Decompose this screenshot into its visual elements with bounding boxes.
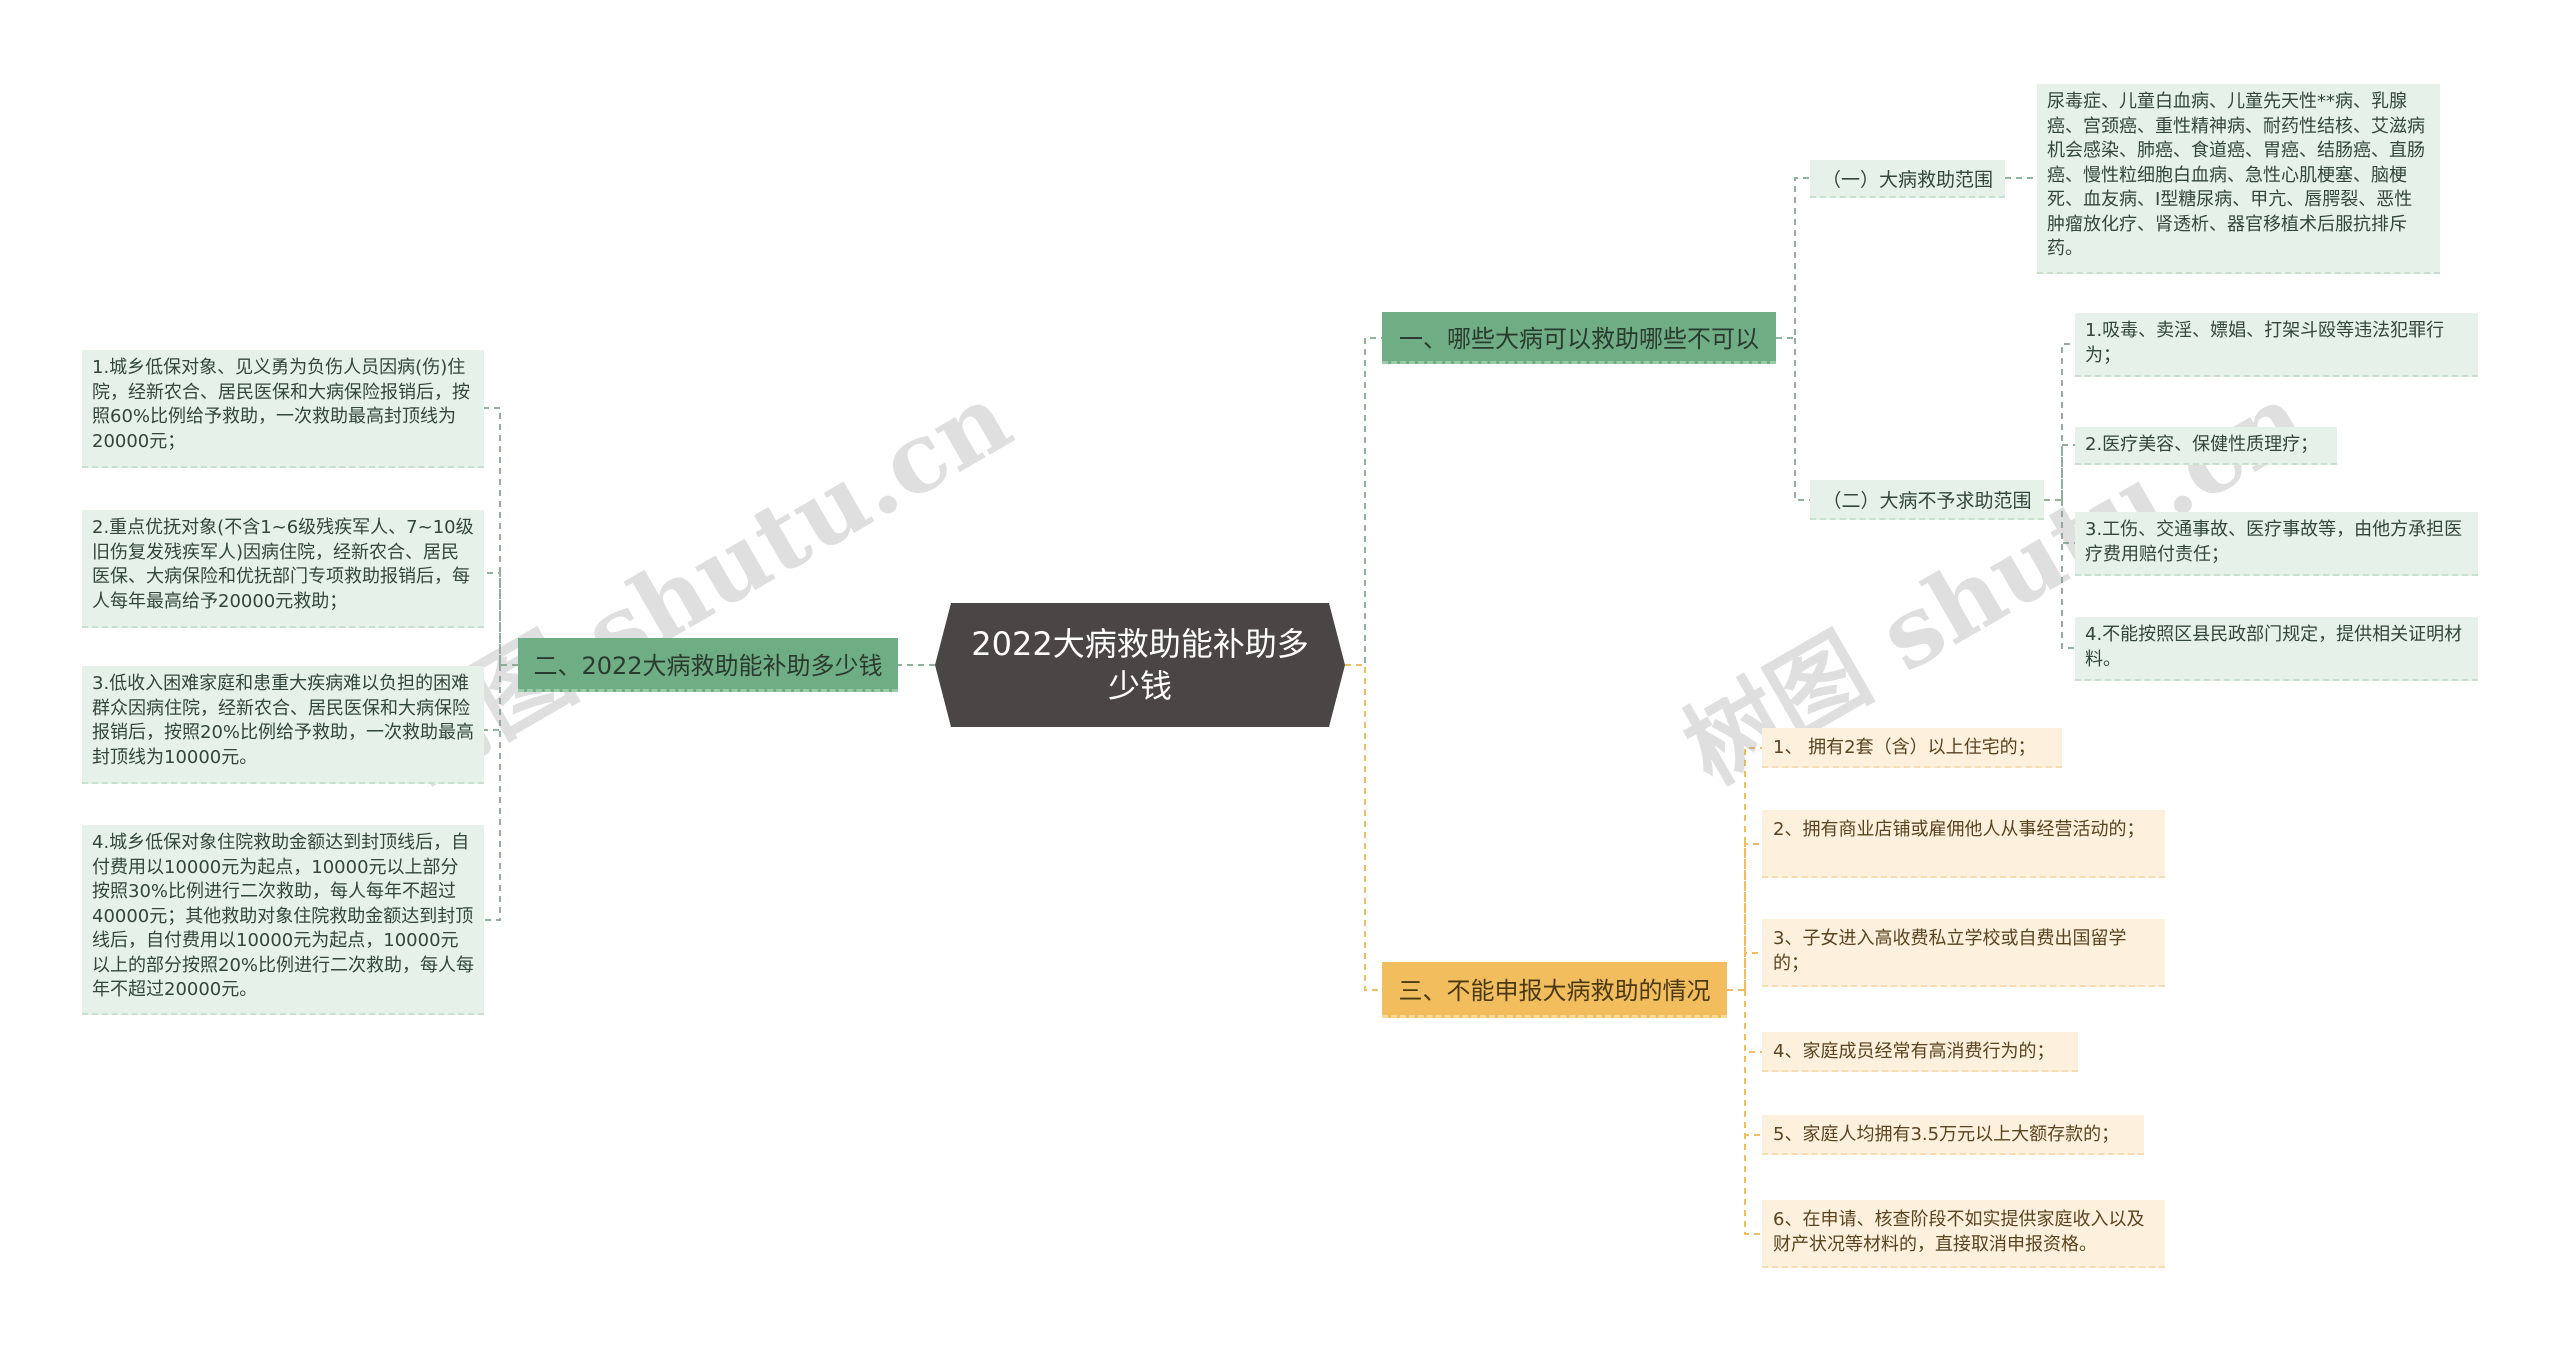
branch-1-sub-2-item-text: 3.工伤、交通事故、医疗事故等，由他方承担医疗费用赔付责任； — [2085, 519, 2463, 565]
branch-3-item-text: 5、家庭人均拥有3.5万元以上大额存款的； — [1773, 1124, 2120, 1145]
branch-2-item[interactable]: 2.重点优抚对象(不含1~6级残疾军人、7~10级旧伤复发残疾军人)因病住院，经… — [82, 510, 484, 628]
branch-3-item[interactable]: 4、家庭成员经常有高消费行为的； — [1762, 1032, 2078, 1072]
branch-1-sub-2-item-text: 2.医疗美容、保健性质理疗； — [2085, 434, 2319, 455]
branch-1-sub-1-detail[interactable]: 尿毒症、儿童白血病、儿童先天性**病、乳腺癌、宫颈癌、重性精神病、耐药性结核、艾… — [2037, 84, 2440, 274]
branch-1-sub-2-item-text: 4.不能按照区县民政部门规定，提供相关证明材料。 — [2085, 624, 2463, 670]
branch-1-label: 一、哪些大病可以救助哪些不可以 — [1399, 325, 1759, 353]
branch-1-sub-1-node[interactable]: （一）大病救助范围 — [1810, 160, 2005, 198]
branch-1-sub-2-item[interactable]: 2.医疗美容、保健性质理疗； — [2075, 427, 2337, 465]
branch-3-item-text: 1、 拥有2套（含）以上住宅的； — [1773, 737, 2036, 758]
branch-3-node[interactable]: 三、不能申报大病救助的情况 — [1382, 962, 1727, 1018]
branch-3-item[interactable]: 3、子女进入高收费私立学校或自费出国留学的； — [1762, 919, 2165, 987]
branch-3-label: 三、不能申报大病救助的情况 — [1398, 977, 1711, 1005]
branch-3-item[interactable]: 6、在申请、核查阶段不如实提供家庭收入以及财产状况等材料的，直接取消申报资格。 — [1762, 1200, 2165, 1268]
branch-2-item-text: 4.城乡低保对象住院救助金额达到封顶线后，自付费用以10000元为起点，1000… — [92, 832, 475, 1000]
branch-2-item[interactable]: 4.城乡低保对象住院救助金额达到封顶线后，自付费用以10000元为起点，1000… — [82, 825, 484, 1015]
branch-2-item-text: 1.城乡低保对象、见义勇为负伤人员因病(伤)住院，经新农合、居民医保和大病保险报… — [92, 357, 470, 452]
branch-1-sub-2-label: （二）大病不予求助范围 — [1822, 489, 2032, 512]
branch-2-node[interactable]: 二、2022大病救助能补助多少钱 — [518, 638, 898, 692]
branch-3-item-text: 6、在申请、核查阶段不如实提供家庭收入以及财产状况等材料的，直接取消申报资格。 — [1773, 1209, 2145, 1255]
branch-1-sub-1-label: （一）大病救助范围 — [1821, 168, 1993, 191]
branch-3-item-text: 4、家庭成员经常有高消费行为的； — [1773, 1041, 2055, 1062]
branch-3-item-text: 2、拥有商业店铺或雇佣他人从事经营活动的； — [1773, 819, 2145, 840]
branch-2-item[interactable]: 3.低收入困难家庭和患重大疾病难以负担的困难群众因病住院，经新农合、居民医保和大… — [82, 666, 484, 784]
branch-2-item[interactable]: 1.城乡低保对象、见义勇为负伤人员因病(伤)住院，经新农合、居民医保和大病保险报… — [82, 350, 484, 468]
branch-1-sub-2-item[interactable]: 4.不能按照区县民政部门规定，提供相关证明材料。 — [2075, 617, 2478, 681]
branch-3-item[interactable]: 1、 拥有2套（含）以上住宅的； — [1762, 728, 2062, 768]
branch-1-sub-2-item[interactable]: 1.吸毒、卖淫、嫖娼、打架斗殴等违法犯罪行为； — [2075, 313, 2478, 377]
branch-2-item-text: 2.重点优抚对象(不含1~6级残疾军人、7~10级旧伤复发残疾军人)因病住院，经… — [92, 517, 474, 612]
root-node[interactable]: 2022大病救助能补助多少钱 — [935, 603, 1345, 727]
branch-1-sub-2-item-text: 1.吸毒、卖淫、嫖娼、打架斗殴等违法犯罪行为； — [2085, 320, 2445, 366]
branch-3-item[interactable]: 2、拥有商业店铺或雇佣他人从事经营活动的； — [1762, 810, 2165, 878]
branch-3-item[interactable]: 5、家庭人均拥有3.5万元以上大额存款的； — [1762, 1115, 2144, 1155]
branch-2-item-text: 3.低收入困难家庭和患重大疾病难以负担的困难群众因病住院，经新农合、居民医保和大… — [92, 673, 475, 768]
branch-1-sub-1-detail-text: 尿毒症、儿童白血病、儿童先天性**病、乳腺癌、宫颈癌、重性精神病、耐药性结核、艾… — [2047, 91, 2425, 259]
branch-2-label: 二、2022大病救助能补助多少钱 — [533, 652, 883, 680]
branch-1-sub-2-node[interactable]: （二）大病不予求助范围 — [1810, 480, 2044, 520]
branch-1-node[interactable]: 一、哪些大病可以救助哪些不可以 — [1382, 312, 1776, 364]
root-title: 2022大病救助能补助多少钱 — [971, 625, 1309, 705]
branch-1-sub-2-item[interactable]: 3.工伤、交通事故、医疗事故等，由他方承担医疗费用赔付责任； — [2075, 512, 2478, 576]
branch-3-item-text: 3、子女进入高收费私立学校或自费出国留学的； — [1773, 928, 2127, 974]
